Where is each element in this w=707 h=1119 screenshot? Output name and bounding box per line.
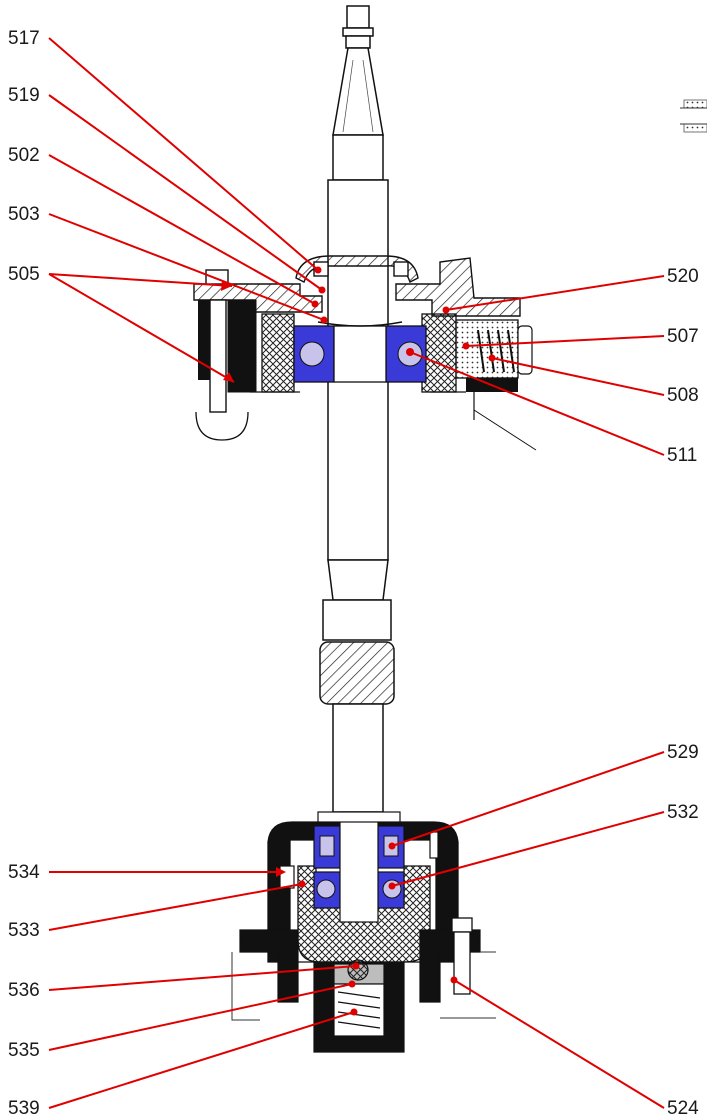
shaft-upper-body (332, 134, 384, 181)
leader-lines (48, 37, 665, 1109)
leader-520 (445, 275, 665, 311)
section-symbol-icon (680, 99, 707, 133)
callout-533-label: 533 (8, 920, 40, 941)
leader-508 (491, 357, 665, 396)
callout-502-label: 502 (8, 145, 40, 166)
shaft-taper (332, 47, 384, 136)
leader-507 (465, 335, 665, 347)
lower-bearing-stack (313, 811, 405, 923)
callout-532-label: 532 (667, 802, 699, 823)
leader-533 (48, 883, 303, 931)
leader-511 (409, 351, 665, 456)
shaft-top-collar (342, 27, 374, 37)
lower-spring-coil (337, 991, 381, 1029)
callout-505-label: 505 (8, 264, 40, 285)
leader-529 (391, 751, 665, 847)
callout-536-label: 536 (8, 980, 40, 1001)
right-seal-block (421, 313, 457, 393)
housing-bolt-nut (227, 299, 257, 393)
callout-511-label: 511 (667, 445, 697, 466)
shaft-top-nut (346, 5, 370, 29)
lower-spring-cavity (333, 983, 385, 1037)
spring-coil (477, 329, 515, 373)
leader-539 (48, 1011, 355, 1109)
leader-505-b (48, 273, 235, 383)
leader-503 (48, 213, 325, 321)
left-seal-block (261, 313, 295, 393)
callout-520-label: 520 (667, 266, 699, 287)
adjuster-ball (347, 959, 369, 981)
base-bolt-head (451, 917, 473, 933)
base-bolt-shank (453, 931, 471, 995)
callout-529-label: 529 (667, 742, 699, 763)
callout-539-label: 539 (8, 1098, 40, 1119)
callout-524-label: 524 (667, 1098, 699, 1119)
callout-535-label: 535 (8, 1040, 40, 1061)
upper-shaft (319, 5, 395, 813)
leader-505-a (48, 273, 233, 287)
callout-517-label: 517 (8, 28, 40, 49)
shaft-knurl (319, 641, 395, 705)
lower-housing (231, 811, 496, 1053)
shaft-lower-body (322, 599, 392, 641)
callout-503-label: 503 (8, 204, 40, 225)
leader-536 (48, 965, 357, 991)
upper-housing (193, 255, 537, 451)
leader-502 (48, 154, 316, 305)
callout-507-label: 507 (667, 326, 699, 347)
leader-535 (48, 983, 353, 1051)
callout-519-label: 519 (8, 85, 40, 106)
leader-524 (453, 979, 665, 1109)
upper-bearing (293, 321, 427, 383)
housing-bolt-shank (209, 299, 227, 413)
left-callouts: 517 519 502 503 505 534 533 536 535 539 (8, 28, 40, 1119)
right-callouts: 520 507 508 511 529 532 524 (667, 266, 699, 1119)
housing-liner-left (279, 865, 295, 889)
shaft-bottom-body (332, 703, 384, 813)
callout-534-label: 534 (8, 862, 40, 883)
callout-508-label: 508 (667, 385, 699, 406)
shaft-top-collar-2 (345, 35, 371, 49)
leader-532 (391, 811, 665, 887)
upper-bearing-ball-left (299, 341, 325, 367)
shaft-transition (327, 559, 389, 601)
leader-517 (48, 37, 319, 271)
leader-519 (48, 94, 323, 291)
